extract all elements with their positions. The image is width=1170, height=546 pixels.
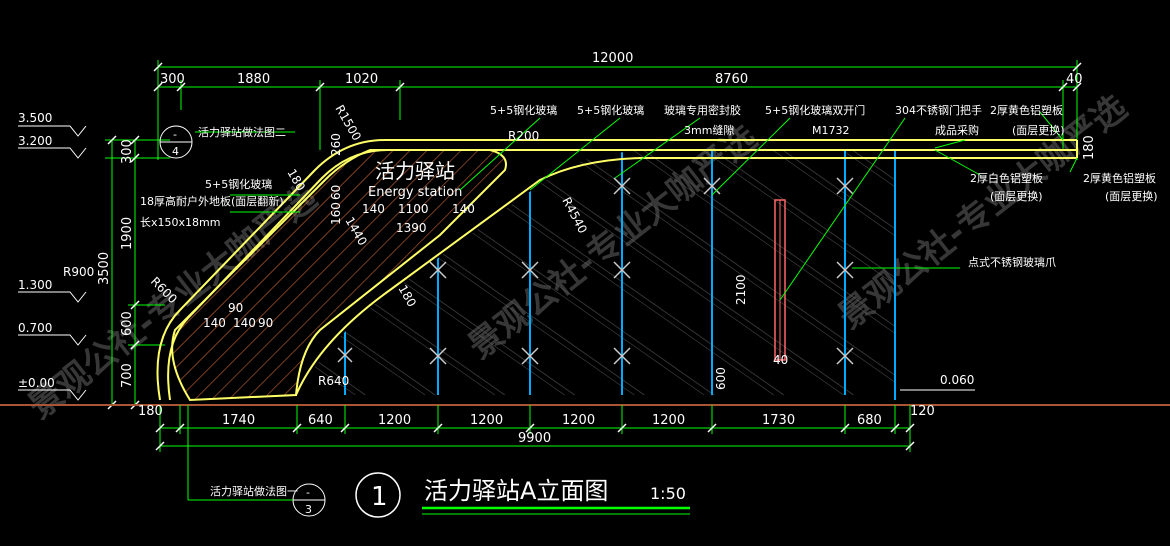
- svg-text:90: 90: [258, 316, 273, 330]
- svg-text:260: 260: [329, 133, 343, 156]
- note-yellow-panel2: 2厚黄色铝塑板: [1083, 171, 1156, 185]
- dim-top-seg: 300: [160, 72, 185, 87]
- top-dimension-ticks: [153, 62, 1082, 92]
- dim-bottom-seg: 1200: [470, 413, 503, 428]
- svg-text:40: 40: [773, 353, 788, 367]
- svg-text:90: 90: [228, 301, 243, 315]
- dim-bottom-seg: 1200: [378, 413, 411, 428]
- level-label: 1.300: [18, 278, 52, 292]
- dim-bottom-seg: 680: [857, 413, 882, 428]
- note-sealant: 玻璃专用密封胶: [664, 103, 741, 117]
- svg-text:R640: R640: [318, 374, 349, 388]
- dim-overall-top: 12000: [592, 51, 633, 66]
- level-label: 3.500: [18, 111, 52, 125]
- svg-text:R200: R200: [508, 129, 539, 143]
- svg-text:1390: 1390: [396, 221, 427, 235]
- note-handle2: 成品采购: [935, 123, 979, 137]
- svg-text:600: 600: [714, 367, 728, 390]
- dim-top-seg: 1880: [237, 72, 270, 87]
- level-label: 3.200: [18, 134, 52, 148]
- leader-lines: [195, 111, 1078, 301]
- svg-text:160: 160: [329, 202, 343, 225]
- dim-left-lower: 600: [120, 311, 135, 336]
- dim-bottom-right: 120: [910, 404, 935, 419]
- title-number: 1: [371, 482, 388, 512]
- inner-dimensions: R1500 R200 R4540 R900 R600 R640 140 1100…: [63, 103, 974, 391]
- dim-top-seg: 8760: [715, 72, 748, 87]
- dim-top-seg: 1020: [345, 72, 378, 87]
- note-floor-board: 18厚高耐户外地板(面层翻新): [140, 194, 284, 208]
- note-handle: 304不锈钢门把手: [895, 103, 982, 117]
- callout-sheet: 3: [305, 503, 312, 516]
- dim-bottom-seg: 1740: [222, 413, 255, 428]
- note-yellow-panel: 2厚黄色铝塑板: [990, 103, 1063, 117]
- note-white-panel: 2厚白色铝塑板: [970, 171, 1043, 185]
- note-floor-size: 长x150x18mm: [140, 216, 220, 229]
- svg-text:0.060: 0.060: [940, 373, 974, 387]
- title-text: 活力驿站A立面图: [424, 477, 608, 505]
- dim-bottom-left: 180: [138, 404, 163, 419]
- svg-text:R900: R900: [63, 265, 94, 279]
- roof-outline: [156, 139, 1078, 401]
- dim-bottom-seg: 1200: [652, 413, 685, 428]
- note-white-panel-sub: (面层更换): [990, 189, 1043, 203]
- dim-left-lower: 700: [120, 363, 135, 388]
- dim-top-seg: 40: [1066, 72, 1083, 87]
- svg-text:2100: 2100: [734, 274, 748, 305]
- dim-bottom-seg: 640: [308, 413, 333, 428]
- svg-text:140: 140: [362, 202, 385, 216]
- detail-callout-top: - 4 活力驿站做法图二: [159, 125, 286, 159]
- callout-label: 活力驿站做法图二: [198, 125, 286, 139]
- note-glass: 5+5钢化玻璃: [205, 177, 272, 191]
- note-door: 5+5钢化玻璃双开门: [765, 103, 865, 117]
- level-label: ±0.00: [18, 376, 55, 390]
- callout-num: -: [173, 128, 177, 141]
- svg-text:140: 140: [452, 202, 475, 216]
- dim-overall-bottom: 9900: [518, 431, 551, 446]
- dim-left-upper: 1900: [120, 217, 135, 250]
- note-door-code: M1732: [812, 124, 850, 137]
- dim-right: 180: [1082, 135, 1097, 160]
- detail-callout-bottom: - 3 活力驿站做法图一: [187, 405, 326, 517]
- dim-left-outer: 3500: [97, 252, 112, 285]
- note-glass: 5+5钢化玻璃: [490, 103, 557, 117]
- callout-label: 活力驿站做法图一: [210, 484, 298, 498]
- dim-bottom-seg: 1200: [562, 413, 595, 428]
- note-spider: 点式不锈钢玻璃爪: [968, 255, 1056, 269]
- level-label: 0.700: [18, 321, 52, 335]
- title-scale: 1:50: [650, 484, 686, 503]
- callout-num: -: [306, 486, 310, 499]
- note-yellow-panel-sub: (面层更换): [1012, 123, 1065, 137]
- bottom-dimension-ticks: [155, 423, 915, 451]
- sign-chinese: 活力驿站: [375, 159, 455, 183]
- sign-english: Energy station: [368, 185, 462, 200]
- level-markers: [18, 125, 87, 401]
- bottom-dimension-group: [159, 405, 911, 452]
- note-yellow-panel2-sub: (面层更换): [1105, 189, 1158, 203]
- svg-text:60: 60: [329, 185, 343, 200]
- dim-bottom-seg: 1730: [762, 413, 795, 428]
- svg-text:1100: 1100: [398, 202, 429, 216]
- svg-text:140: 140: [233, 316, 256, 330]
- callout-sheet: 4: [172, 145, 179, 158]
- dim-left-upper: 300: [120, 139, 135, 164]
- note-gap: 3mm缝隙: [684, 123, 734, 137]
- svg-text:140: 140: [203, 316, 226, 330]
- title-block: 1 活力驿站A立面图 1:50: [355, 472, 690, 518]
- note-glass: 5+5钢化玻璃: [577, 103, 644, 117]
